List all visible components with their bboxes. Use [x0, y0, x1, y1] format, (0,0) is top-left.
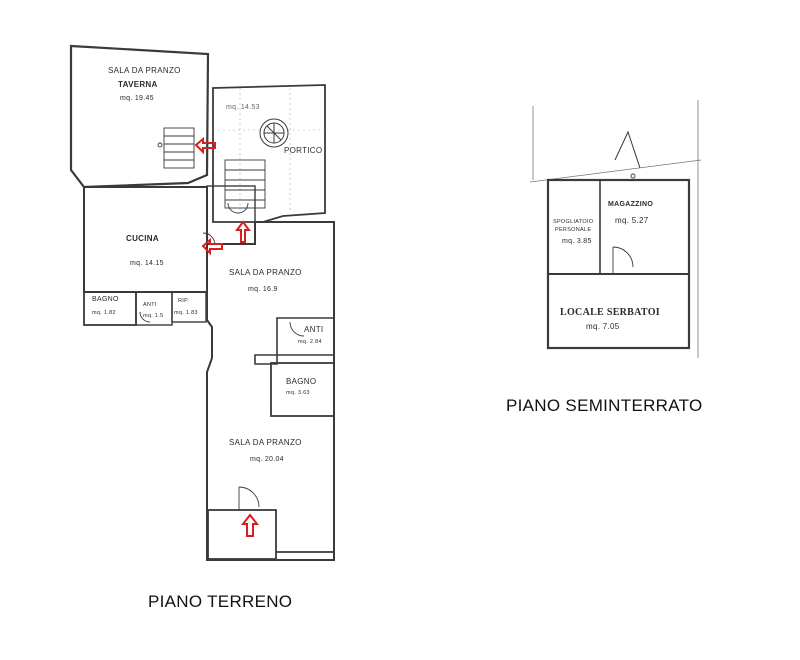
arrow-corridor-up [235, 220, 251, 243]
anti-small-area: mq. 1.5 [143, 313, 164, 319]
room-sala-pranzo-outline [206, 221, 335, 561]
locale-serbatoi-area: mq. 7.05 [586, 322, 620, 331]
rip-name: RIP. [178, 298, 190, 304]
anti-area: mq. 2.84 [298, 339, 322, 345]
spogliatoio-area: mq. 3.85 [562, 238, 592, 245]
corridor [206, 185, 256, 245]
portico-area: mq. 14.53 [226, 104, 260, 111]
portico-name: PORTICO [284, 146, 323, 155]
cucina-name: CUCINA [126, 234, 159, 243]
taverna-stair [157, 127, 195, 169]
basement-walls [529, 100, 702, 358]
basement-outline [546, 178, 691, 350]
taverna-name-2: TAVERNA [118, 80, 158, 89]
rip-area: mq. 1.83 [174, 310, 198, 316]
sala-pranzo-1-name: SALA DA PRANZO [229, 268, 302, 277]
anti-name: ANTI [304, 325, 324, 334]
room-anti-small-outline [135, 291, 173, 326]
cucina-area: mq. 14.15 [130, 260, 164, 267]
sala-pranzo-2-name: SALA DA PRANZO [229, 438, 302, 447]
taverna-area: mq. 19.45 [120, 95, 154, 102]
sala-pranzo-1-area: mq. 16.9 [248, 286, 278, 293]
entrance-box [207, 509, 277, 560]
room-portico-outline [212, 84, 326, 223]
portico-round-grate [259, 118, 289, 148]
spogliatoio-name-2: PERSONALE [555, 227, 592, 233]
magazzino-area: mq. 5.27 [615, 216, 649, 225]
entrance-arrows [194, 136, 260, 537]
spogliatoio-name-1: SPOGLIATOIO [553, 219, 594, 225]
arrow-cucina-left [201, 237, 223, 256]
room-bagno-outline [270, 362, 335, 417]
room-taverna-outline [69, 44, 210, 189]
room-rip-outline [171, 291, 207, 323]
bagno-small-area: mq. 1.82 [92, 310, 116, 316]
arrow-entrance-up [240, 513, 260, 537]
portico-stair [224, 159, 266, 209]
anti-small-name: ANTI [143, 302, 157, 308]
room-anti-outline [254, 317, 335, 365]
arrow-taverna-left [194, 136, 216, 155]
sala-pranzo-2-area: mq. 20.04 [250, 456, 284, 463]
taverna-name-1: SALA DA PRANZO [108, 66, 181, 75]
bagno-small-name: BAGNO [92, 296, 119, 303]
locale-serbatoi-name: LOCALE SERBATOI [560, 307, 660, 318]
magazzino-name: MAGAZZINO [608, 201, 654, 208]
bagno-name: BAGNO [286, 377, 317, 386]
bagno-area: mq. 3.63 [286, 390, 310, 396]
caption-basement: PIANO SEMINTERRATO [506, 396, 703, 415]
caption-ground-floor: PIANO TERRENO [148, 592, 293, 611]
